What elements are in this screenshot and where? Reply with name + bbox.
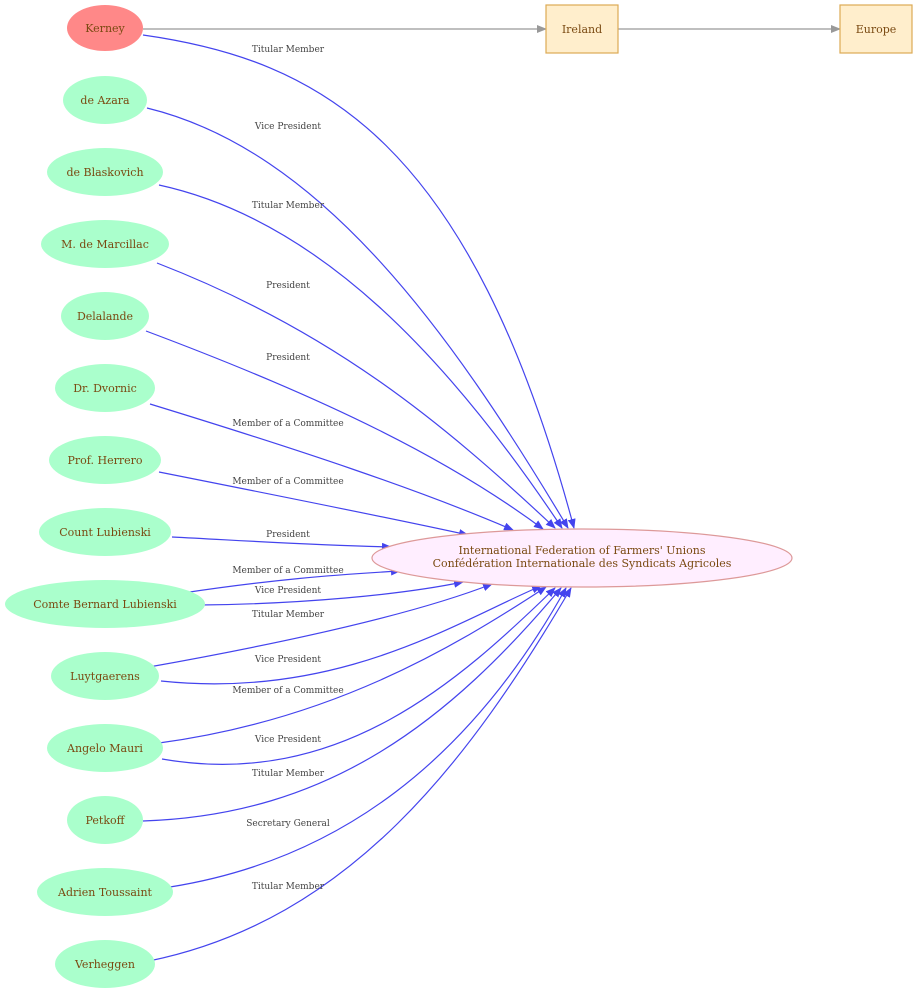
edge-label-comte-lubienski: Member of a Committee — [232, 566, 343, 576]
edge-label-de-blaskovich: Titular Member — [252, 201, 325, 211]
person-shape — [55, 364, 155, 412]
person-shape — [49, 436, 161, 484]
person-node-kerney[interactable]: Kerney — [67, 5, 143, 51]
person-shape — [55, 940, 155, 988]
person-shape — [63, 76, 147, 124]
person-node-herrero[interactable]: Prof. Herrero — [49, 436, 161, 484]
edge-marcillac-to-organization — [156, 262, 556, 529]
organization-name-french: Confédération Internationale des Syndica… — [433, 557, 732, 570]
edge-label-luytgaerens: Vice President — [254, 655, 322, 665]
person-label: Prof. Herrero — [68, 454, 143, 467]
edge-kerney-to-organization — [142, 34, 576, 529]
person-node-count-lubienski[interactable]: Count Lubienski — [39, 508, 171, 556]
person-shape — [37, 868, 173, 916]
place-label: Europe — [856, 23, 897, 36]
person-node-de-azara[interactable]: de Azara — [63, 76, 147, 124]
edge-dvornic-to-organization — [149, 403, 514, 531]
person-shape — [61, 292, 149, 340]
edge-herrero-to-organization — [158, 471, 469, 537]
edge-petkoff-to-organization — [142, 587, 562, 822]
person-label: Petkoff — [86, 814, 126, 827]
edge-luytgaerens-to-organization — [160, 585, 542, 685]
edge-label-dvornic: Member of a Committee — [232, 419, 343, 429]
edge-toussaint-to-organization — [169, 587, 567, 888]
person-label: Adrien Toussaint — [57, 886, 152, 899]
organization-node[interactable]: International Federation of Farmers' Uni… — [371, 528, 793, 588]
edge-label-comte-lubienski: Vice President — [254, 586, 322, 596]
edge-label-de-azara: Vice President — [254, 122, 322, 132]
person-shape — [67, 5, 143, 51]
person-shape — [51, 652, 159, 700]
edge-count-lubienski-to-organization — [171, 536, 392, 551]
nodes-layer: International Federation of Farmers' Uni… — [5, 4, 913, 988]
person-shape — [67, 796, 143, 844]
edge-de-azara-to-organization — [146, 107, 569, 529]
person-node-dvornic[interactable]: Dr. Dvornic — [55, 364, 155, 412]
edge-mauri-to-organization — [161, 587, 556, 765]
edge-label-luytgaerens: Titular Member — [252, 610, 325, 620]
place-box — [839, 4, 913, 54]
edge-label-verheggen: Titular Member — [252, 882, 325, 892]
person-shape — [39, 508, 171, 556]
edge-delalande-to-organization — [145, 330, 544, 530]
edge-comte-lubienski-to-organization — [182, 567, 401, 594]
edge-label-count-lubienski: President — [266, 530, 310, 540]
organization-shape — [371, 528, 793, 588]
person-label: Luytgaerens — [70, 670, 140, 683]
edge-label-delalande: President — [266, 353, 310, 363]
person-node-comte-lubienski[interactable]: Comte Bernard Lubienski — [5, 580, 205, 628]
organization-name-english: International Federation of Farmers' Uni… — [458, 544, 705, 557]
edge-comte-lubienski-to-organization — [199, 579, 464, 606]
edge-label-toussaint: Secretary General — [246, 819, 330, 829]
edge-label-marcillac: President — [266, 281, 310, 291]
person-shape — [41, 220, 169, 268]
edge-label-herrero: Member of a Committee — [232, 477, 343, 487]
edge-label-kerney: Titular Member — [252, 45, 325, 55]
person-label: Kerney — [85, 22, 125, 35]
person-shape — [47, 148, 163, 196]
person-node-marcillac[interactable]: M. de Marcillac — [41, 220, 169, 268]
person-shape — [5, 580, 205, 628]
person-label: Comte Bernard Lubienski — [33, 598, 177, 611]
person-node-luytgaerens[interactable]: Luytgaerens — [51, 652, 159, 700]
person-node-verheggen[interactable]: Verheggen — [55, 940, 155, 988]
person-label: Dr. Dvornic — [73, 382, 137, 395]
place-box — [545, 4, 619, 54]
person-label: Angelo Mauri — [66, 742, 143, 755]
edge-label-petkoff: Titular Member — [252, 769, 325, 779]
edge-label-mauri: Member of a Committee — [232, 686, 343, 696]
person-label: Count Lubienski — [59, 526, 151, 539]
person-node-mauri[interactable]: Angelo Mauri — [47, 724, 163, 772]
edge-verheggen-to-organization — [148, 587, 572, 962]
place-label: Ireland — [562, 23, 602, 36]
person-label: de Azara — [80, 94, 130, 107]
place-node-ireland[interactable]: Ireland — [545, 4, 619, 54]
edge-luytgaerens-to-organization — [148, 583, 493, 668]
person-node-delalande[interactable]: Delalande — [61, 292, 149, 340]
person-node-de-blaskovich[interactable]: de Blaskovich — [47, 148, 163, 196]
person-label: de Blaskovich — [66, 166, 143, 179]
person-label: Delalande — [77, 310, 133, 323]
edge-de-blaskovich-to-organization — [158, 184, 563, 529]
edge-mauri-to-organization — [158, 586, 547, 744]
edges-layer — [142, 25, 841, 962]
person-label: M. de Marcillac — [61, 238, 149, 251]
person-shape — [47, 724, 163, 772]
person-node-petkoff[interactable]: Petkoff — [67, 796, 143, 844]
person-node-toussaint[interactable]: Adrien Toussaint — [37, 868, 173, 916]
edge-label-mauri: Vice President — [254, 735, 322, 745]
place-node-europe[interactable]: Europe — [839, 4, 913, 54]
person-label: Verheggen — [74, 958, 135, 971]
